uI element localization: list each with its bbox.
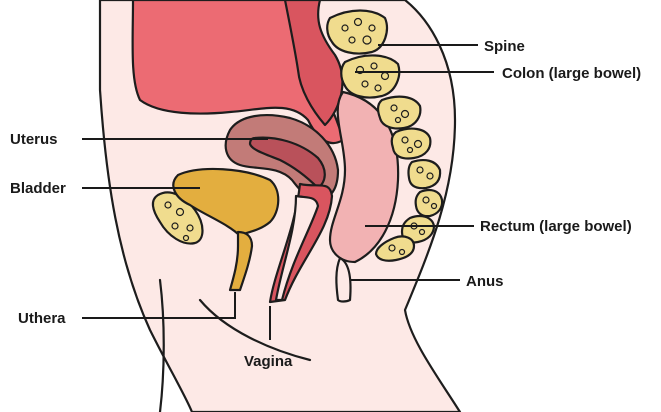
label-rectum: Rectum (large bowel) bbox=[480, 218, 632, 235]
label-colon: Colon (large bowel) bbox=[502, 65, 641, 82]
label-bladder: Bladder bbox=[10, 180, 66, 197]
label-anus: Anus bbox=[466, 273, 504, 290]
label-vagina: Vagina bbox=[244, 353, 293, 370]
label-uthera: Uthera bbox=[18, 310, 66, 327]
label-uterus: Uterus bbox=[10, 131, 58, 148]
label-spine: Spine bbox=[484, 38, 525, 55]
